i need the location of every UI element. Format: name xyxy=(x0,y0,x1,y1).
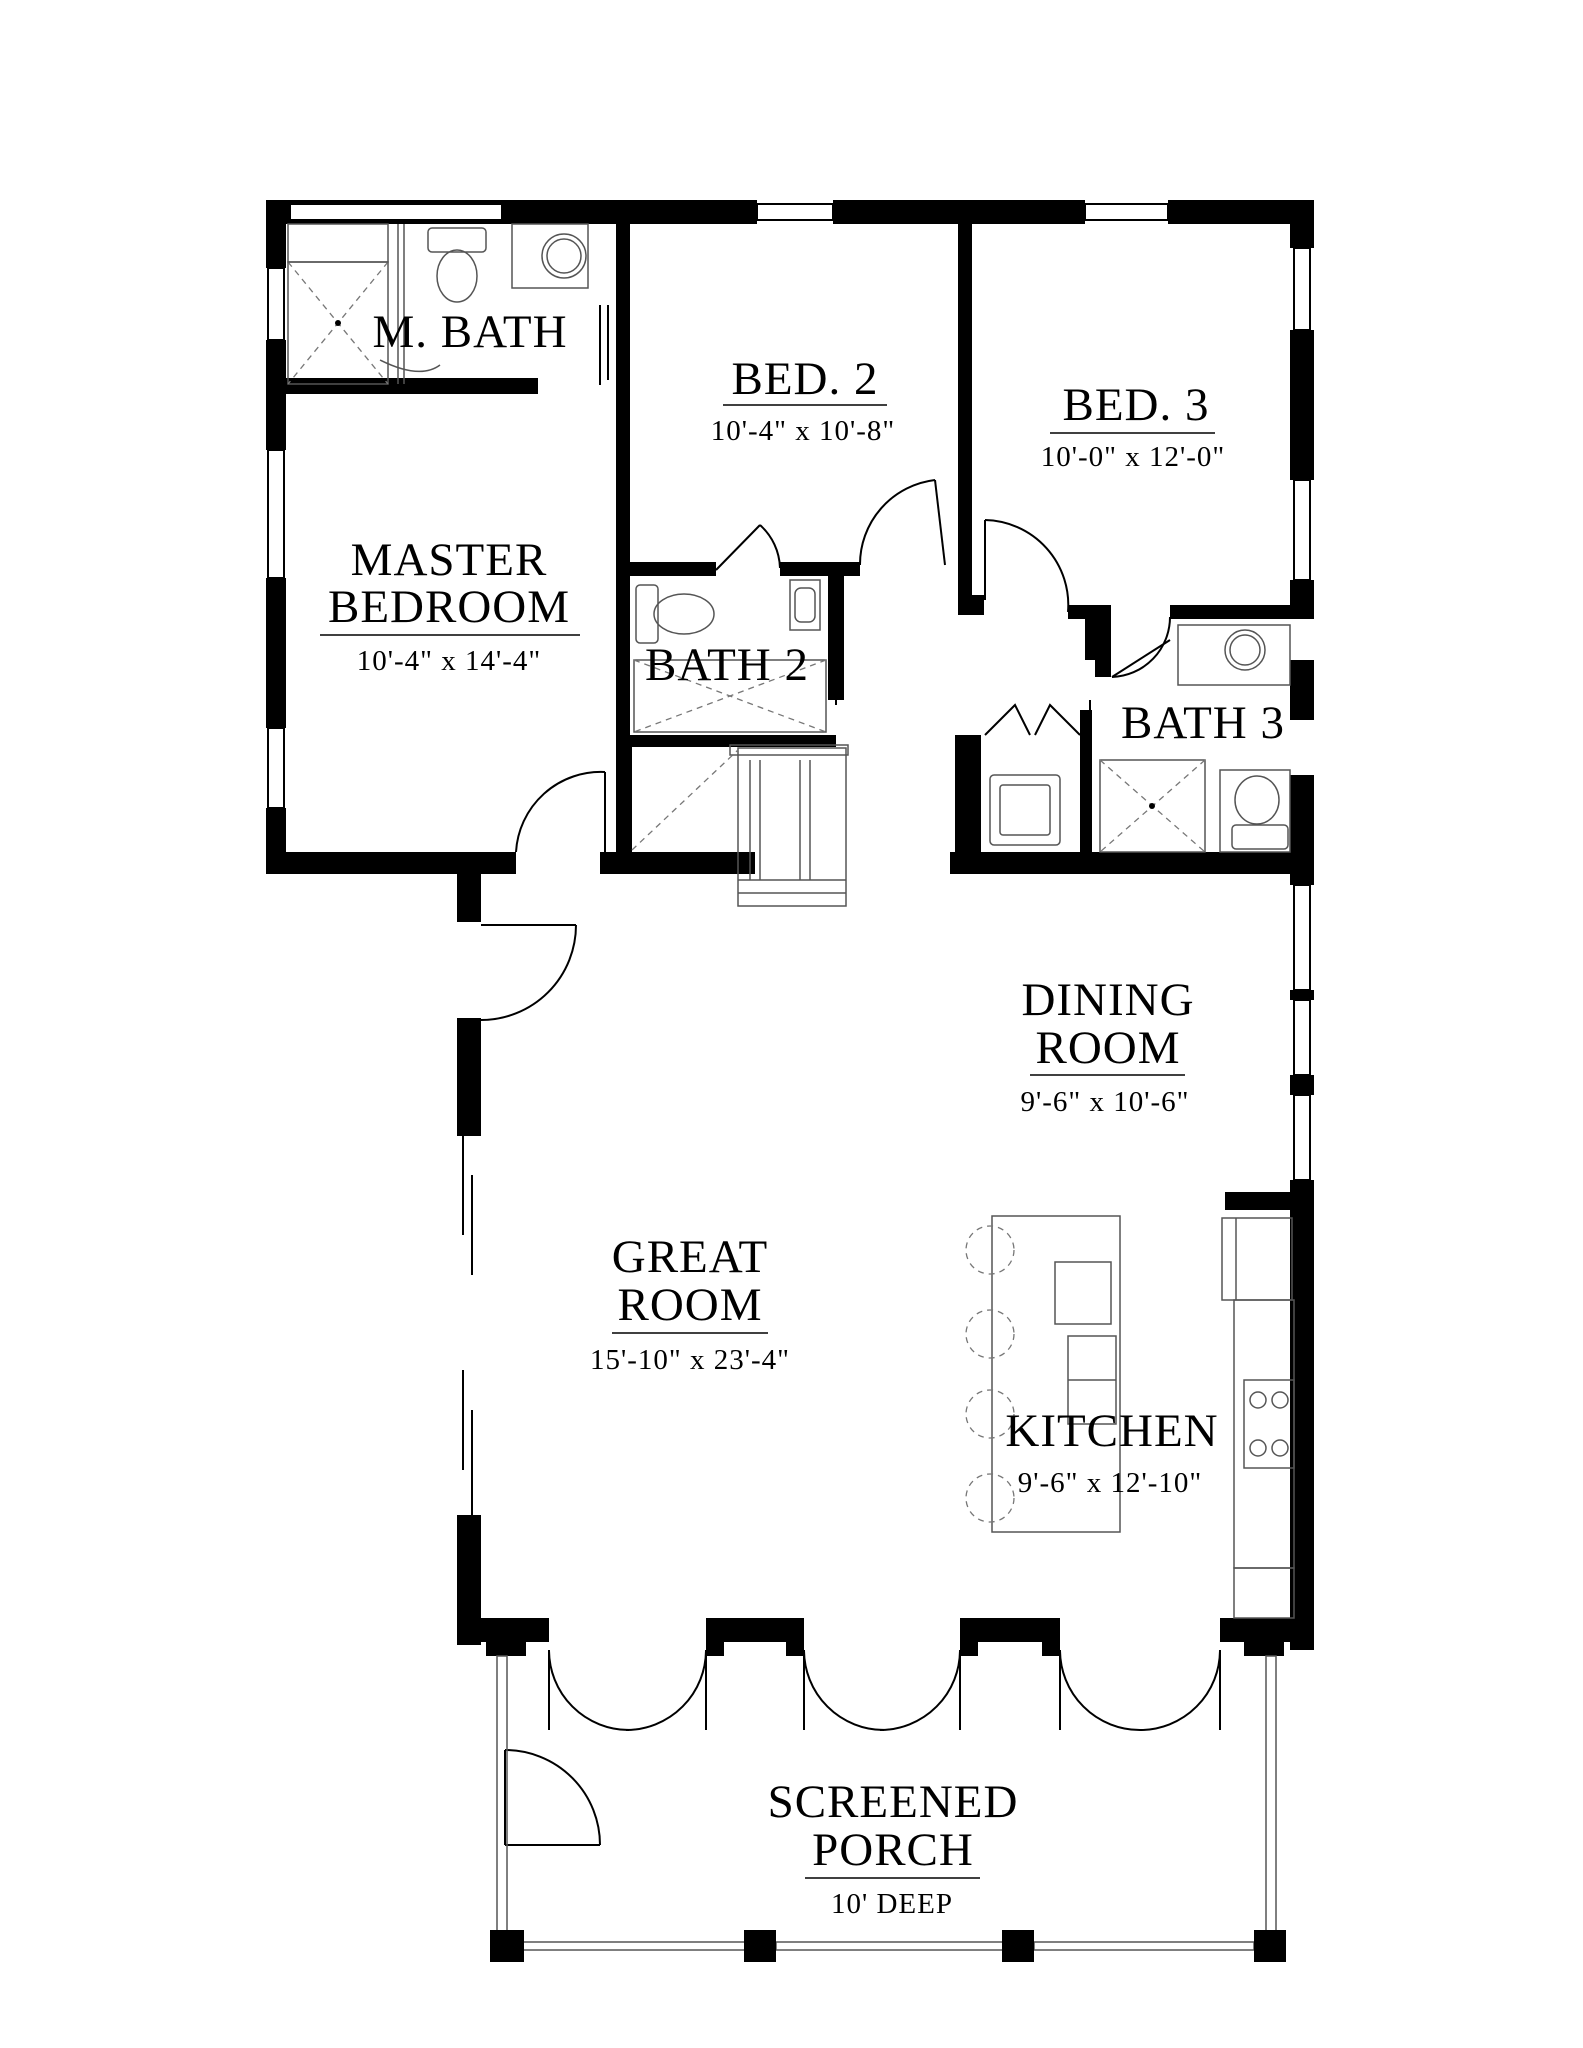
range-icon xyxy=(1243,1379,1295,1469)
kitchen-dim: 9'-6" x 12'-10" xyxy=(1018,1467,1202,1499)
screened-porch-walls xyxy=(490,1655,1286,1962)
sink-icon xyxy=(1224,629,1266,671)
dining-room-name-line1: DINING xyxy=(1021,974,1194,1026)
window xyxy=(756,203,834,221)
fridge-icon xyxy=(1221,1217,1293,1301)
great-room-name-line1: GREAT xyxy=(612,1231,768,1283)
screened-porch-name-line1: SCREENED xyxy=(768,1776,1019,1828)
window xyxy=(1293,884,1311,991)
master-bath-name: M. BATH xyxy=(372,306,567,358)
screened-porch-dim: 10' DEEP xyxy=(831,1888,953,1920)
toilet-icon xyxy=(635,584,659,644)
sink-icon xyxy=(541,233,587,279)
kitchen-island xyxy=(991,1215,1121,1533)
master-bedroom-name-line2: BEDROOM xyxy=(328,581,570,633)
stool-icon xyxy=(965,1473,1015,1523)
bed3-dim: 10'-0" x 12'-0" xyxy=(1041,441,1225,473)
washer-icon xyxy=(989,774,1061,846)
master-bedroom-name-line1: MASTER xyxy=(351,534,548,586)
sink-icon xyxy=(794,587,816,623)
window xyxy=(1293,479,1311,581)
stool-icon xyxy=(965,1389,1015,1439)
great-room-dim: 15'-10" x 23'-4" xyxy=(590,1344,790,1376)
window xyxy=(1293,247,1311,331)
window xyxy=(1084,203,1169,221)
bed3-name: BED. 3 xyxy=(1063,379,1210,431)
screened-porch-name-line2: PORCH xyxy=(812,1824,974,1876)
kitchen-name: KITCHEN xyxy=(1005,1405,1218,1457)
interior-walls xyxy=(266,220,1314,1210)
dining-room-dim: 9'-6" x 10'-6" xyxy=(1021,1086,1190,1118)
stool-icon xyxy=(965,1225,1015,1275)
bed2-name: BED. 2 xyxy=(732,353,879,405)
bed2-dim: 10'-4" x 10'-8" xyxy=(711,415,895,447)
window xyxy=(267,449,285,579)
bath3-name: BATH 3 xyxy=(1121,697,1285,749)
exterior-walls xyxy=(266,200,1314,1656)
doors xyxy=(379,305,1221,1846)
window xyxy=(1293,999,1311,1076)
master-bedroom-dim: 10'-4" x 14'-4" xyxy=(357,645,541,677)
toilet-icon xyxy=(427,227,487,253)
fixtures xyxy=(287,223,1295,1619)
window xyxy=(267,727,285,809)
dining-room-name-line2: ROOM xyxy=(1035,1022,1180,1074)
toilet-icon xyxy=(1234,775,1280,825)
room-labels: M. BATH BED. 2 10'-4" x 10'-8" BED. 3 10… xyxy=(320,306,1285,1920)
bath2-name: BATH 2 xyxy=(645,639,809,691)
window xyxy=(1293,1094,1311,1181)
stool-icon xyxy=(965,1309,1015,1359)
window xyxy=(267,267,285,341)
great-room-name-line2: ROOM xyxy=(617,1279,762,1331)
window xyxy=(289,203,503,221)
